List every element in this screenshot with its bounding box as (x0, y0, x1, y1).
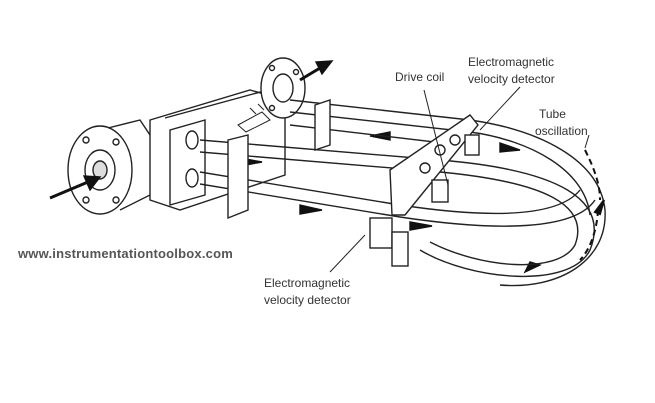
leader-lines (329, 86, 590, 273)
oscillation-arrows (579, 149, 605, 261)
label-drive-coil: Drive coil (395, 70, 445, 84)
label-bottom-detector-line1: Electromagnetic (264, 276, 351, 290)
inlet-flange (67, 119, 161, 215)
label-tube-oscillation-line1: Tube (539, 107, 566, 121)
wiring-detail (237, 103, 271, 133)
label-tube-oscillation-line2: oscillation (535, 124, 588, 138)
support-plates (227, 99, 479, 220)
flow-tubes (199, 99, 606, 287)
velocity-detectors (369, 134, 480, 267)
outlet-flange (260, 57, 306, 119)
label-bottom-detector: Electromagnetic velocity detector (264, 275, 351, 309)
label-bottom-detector-line2: velocity detector (264, 293, 351, 307)
label-top-detector: Electromagnetic velocity detector (468, 54, 555, 88)
watermark: www.instrumentationtoolbox.com (18, 246, 233, 261)
label-top-detector-line1: Electromagnetic (468, 55, 555, 69)
label-tube-oscillation: Tube oscillation (535, 106, 588, 140)
label-top-detector-line2: velocity detector (468, 72, 555, 86)
